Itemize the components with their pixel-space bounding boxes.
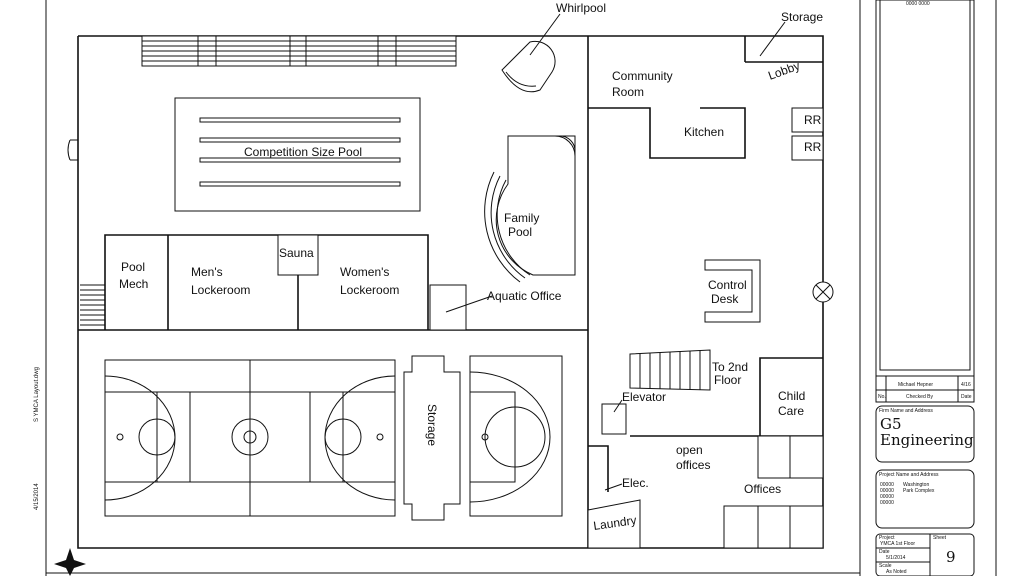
offices-label: Offices — [744, 482, 781, 496]
family-pool: Family Pool — [484, 135, 576, 283]
title-block-top-label: 0000 0000 — [906, 1, 930, 7]
firm-name: G5 Engineering — [880, 415, 974, 449]
open-offices-label: open offices — [676, 443, 710, 472]
sheet-field: Sheet — [933, 535, 947, 541]
bleachers — [141, 35, 457, 67]
rr1-label: RR — [804, 113, 822, 127]
col-checked-text: Checked By — [906, 394, 933, 400]
control-desk — [704, 259, 761, 323]
west-door — [67, 139, 78, 161]
competition-pool: Competition Size Pool — [174, 97, 421, 212]
col-no-text: No. — [878, 394, 886, 400]
drawn-date-text: 4/16 — [961, 382, 971, 388]
laundry-label: Laundry — [592, 513, 637, 533]
side-file-label: S YMCA Layout.dwg — [34, 367, 40, 422]
project-prefix: 00000 00000 00000 00000 — [880, 482, 895, 506]
date-value: 5/1/2014 — [886, 555, 906, 561]
stairs — [629, 349, 711, 391]
east-wing: Community Room Kitchen RR RR Storage Lob… — [587, 10, 834, 549]
laundry — [587, 499, 641, 549]
to-2nd-floor-label: To 2nd Floor — [712, 360, 751, 387]
north-arrow-icon — [54, 548, 86, 576]
side-basketball-court — [469, 355, 563, 517]
col-date-text: Date — [961, 394, 972, 400]
storage-top-label: Storage — [781, 10, 823, 24]
firm-caption: Firm Name and Address — [879, 408, 933, 414]
main-basketball-court — [104, 359, 396, 517]
date-field: Date — [879, 549, 890, 555]
rr2-label: RR — [804, 140, 822, 154]
kitchen-label: Kitchen — [684, 125, 724, 139]
sauna-label: Sauna — [279, 246, 314, 260]
court-storage-label: Storage — [425, 404, 439, 446]
control-desk-label: Control Desk — [708, 278, 750, 306]
aquatic-office-label: Aquatic Office — [487, 289, 562, 303]
sheet-number: 9 — [946, 548, 956, 566]
locker-row: Pool Mech Men's Lockeroom Sauna Women's … — [78, 234, 588, 331]
whirlpool-label: Whirlpool — [556, 1, 606, 15]
project-value: YMCA 1st Floor — [880, 541, 915, 547]
project-caption: Project Name and Address — [879, 472, 939, 478]
competition-pool-label: Competition Size Pool — [244, 145, 362, 159]
family-pool-label: Family Pool — [504, 211, 543, 239]
womens-lockeroom-label: Women's Lockeroom — [340, 265, 399, 297]
pool-mech-label: Pool Mech — [119, 260, 148, 291]
drawn-by-text: Michael Hepner — [898, 382, 933, 388]
project-lines: Washington Park Complex — [903, 482, 935, 494]
title-block: 0000 0000 Michael Hepner 4/16 No. Checke… — [875, 0, 975, 576]
whirlpool: Whirlpool — [501, 1, 606, 93]
scale-value: As Noted — [886, 569, 907, 575]
scale-field: Scale — [879, 563, 892, 569]
project-field: Project — [879, 535, 895, 541]
community-room-label: Community Room — [612, 69, 676, 99]
court-storage: Storage — [403, 355, 461, 521]
mens-lockeroom-label: Men's Lockeroom — [191, 265, 250, 297]
child-care-label: Child Care — [778, 389, 809, 418]
side-date-label: 4/15/2014 — [34, 483, 40, 510]
elevator — [601, 403, 627, 435]
elevator-label: Elevator — [622, 390, 666, 404]
elec-label: Elec. — [622, 476, 649, 490]
